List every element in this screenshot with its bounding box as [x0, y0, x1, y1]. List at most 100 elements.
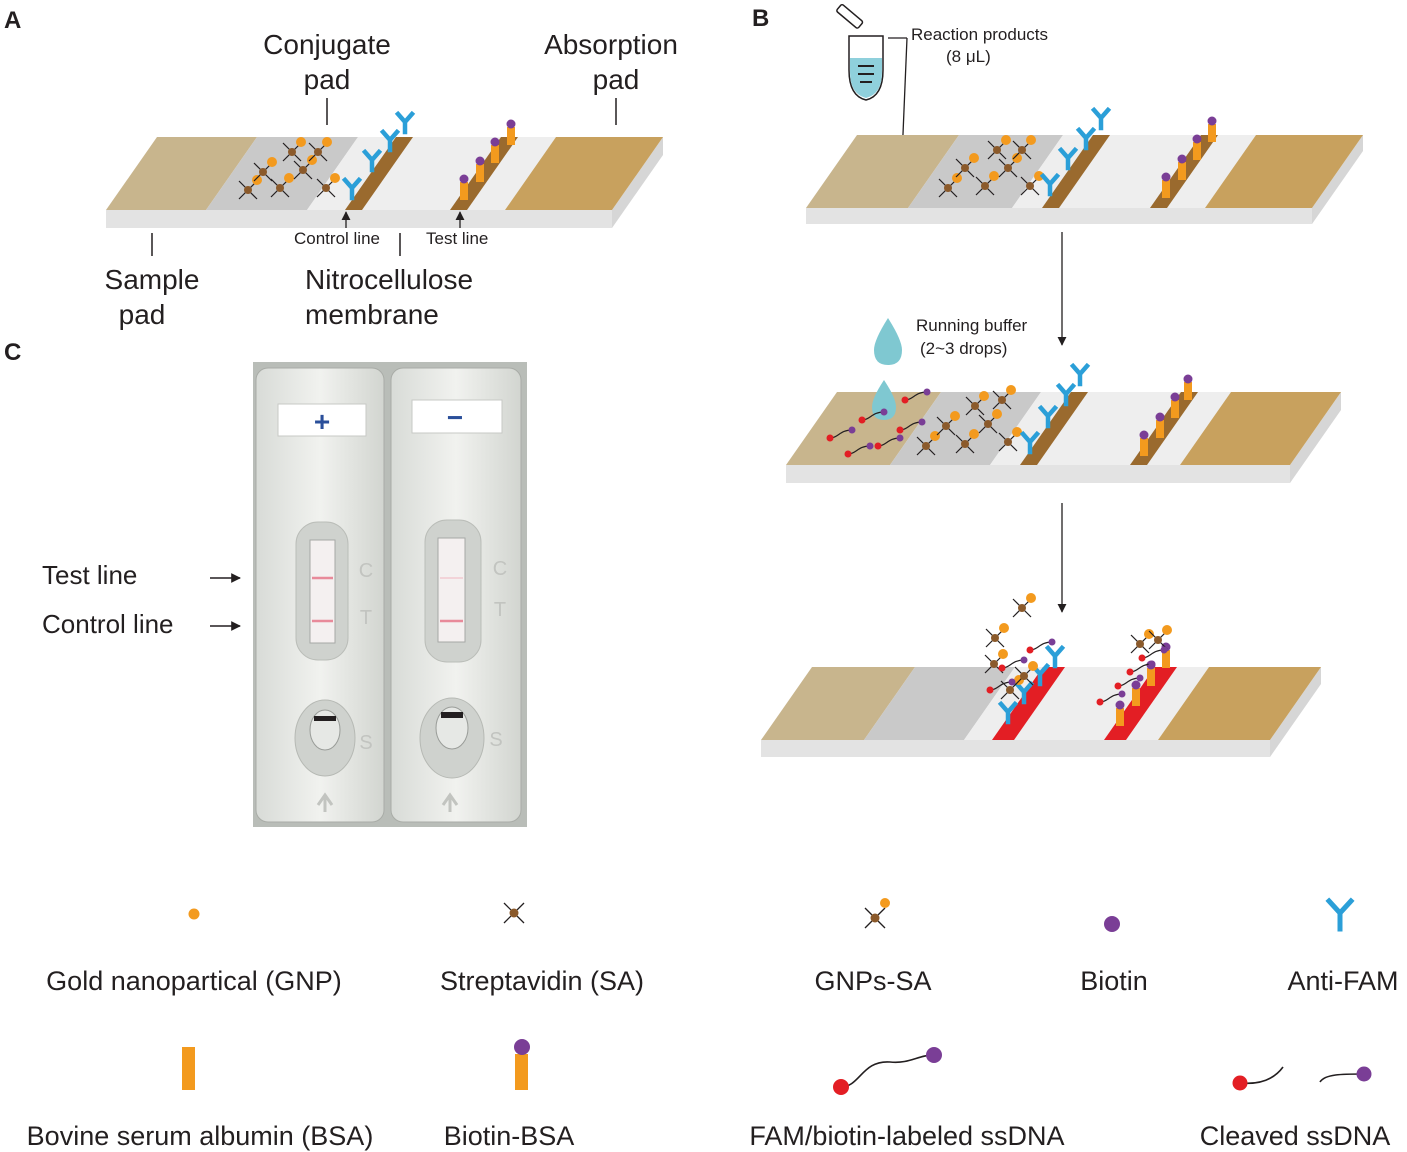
biotin-mark — [1115, 700, 1125, 710]
gnp-mark — [252, 175, 262, 185]
ssdna-mark — [896, 418, 926, 434]
legend-label-sa: Streptavidin (SA) — [440, 966, 644, 996]
bsa-mark — [1116, 708, 1124, 726]
anti-fam-mark — [1057, 146, 1079, 171]
label-nitro-2: membrane — [305, 299, 439, 330]
control-band-a — [345, 137, 413, 210]
streptavidin-mark — [975, 176, 995, 196]
biotin-mark — [1207, 116, 1217, 126]
anti-fam-mark — [1039, 172, 1061, 197]
bsa-mark — [1156, 420, 1164, 438]
biotin-mark — [1192, 134, 1202, 144]
strip-a — [106, 137, 663, 228]
label-absorption-2: pad — [593, 64, 640, 95]
gnp-mark — [999, 623, 1009, 633]
ssdna-mark — [1126, 660, 1156, 676]
positive-sign: + — [314, 406, 330, 437]
bsa-icon — [182, 1047, 195, 1090]
label-reaction-1: Reaction products — [911, 25, 1048, 44]
gnp-mark — [952, 173, 962, 183]
ssdna-mark — [998, 656, 1028, 672]
gnp-mark — [322, 137, 332, 147]
ssdna-mark — [858, 408, 888, 424]
legend-label-biotin-bsa: Biotin-BSA — [444, 1121, 575, 1151]
gnp-mark — [950, 411, 960, 421]
gnp-mark — [1162, 625, 1172, 635]
gnp-mark — [1006, 385, 1016, 395]
streptavidin-mark — [238, 180, 258, 200]
gnp-mark — [267, 157, 277, 167]
panel-label-b: B — [752, 5, 769, 32]
gnp-mark — [1034, 171, 1044, 181]
svg-text:S: S — [359, 732, 372, 754]
svg-text:C: C — [359, 560, 373, 582]
anti-fam-mark — [1090, 106, 1112, 131]
streptavidin-mark — [316, 178, 336, 198]
bsa-mark — [1140, 438, 1148, 456]
ssdna-mark — [874, 434, 904, 450]
bsa-mark — [1162, 650, 1170, 668]
svg-text:C: C — [493, 558, 507, 580]
reaction-tube-icon — [836, 4, 884, 101]
biotin-mark — [506, 119, 516, 129]
ssdna-mark — [901, 388, 931, 404]
biotin-icon — [1104, 916, 1120, 932]
sample-pad-top — [106, 137, 257, 210]
ssdna-mark — [1138, 646, 1168, 662]
bsa-mark — [476, 164, 484, 182]
bsa-mark — [1132, 688, 1140, 706]
gnp-mark — [307, 155, 317, 165]
gnp-mark — [1001, 135, 1011, 145]
bsa-mark — [1171, 400, 1179, 418]
label-control-line-a: Control line — [294, 229, 380, 248]
anti-fam-mark — [394, 110, 416, 135]
biotin-bsa-icon — [514, 1039, 530, 1090]
biotin-mark — [1139, 430, 1149, 440]
label-buffer-2: (2~3 drops) — [920, 339, 1007, 358]
anti-fam-mark — [1037, 404, 1059, 429]
negative-sign: − — [447, 402, 463, 433]
legend: Gold nanopartical (GNP) Streptavidin (SA… — [27, 897, 1399, 1151]
strip-a-front-face — [106, 210, 612, 228]
ssdna-mark — [1114, 674, 1144, 690]
gnps-sa-icon — [864, 898, 890, 929]
ssdna-mark — [826, 426, 856, 442]
gnp-mark — [1144, 629, 1154, 639]
legend-label-bsa: Bovine serum albumin (BSA) — [27, 1121, 374, 1151]
label-sample-1: Sample — [105, 264, 200, 295]
bsa-mark — [1178, 162, 1186, 180]
label-reaction-2: (8 μL) — [946, 47, 991, 66]
gnp-mark — [1012, 153, 1022, 163]
legend-label-cleaved: Cleaved ssDNA — [1200, 1121, 1391, 1151]
anti-fam-icon — [1325, 897, 1355, 932]
anti-fam-mark — [341, 176, 363, 201]
gnp-icon — [188, 908, 200, 920]
gnp-mark — [989, 171, 999, 181]
strip-b3 — [761, 667, 1321, 757]
label-c-control-line: Control line — [42, 609, 174, 639]
biotin-mark — [459, 174, 469, 184]
biotin-mark — [475, 156, 485, 166]
anti-fam-mark — [1069, 362, 1091, 387]
anti-fam-mark — [997, 700, 1019, 725]
anti-fam-mark — [379, 128, 401, 153]
bsa-mark — [1147, 668, 1155, 686]
biotin-mark — [1183, 374, 1193, 384]
cassette-negative: − C T S — [390, 367, 522, 823]
bsa-mark — [507, 127, 515, 145]
streptavidin-icon — [503, 902, 525, 924]
biotin-mark — [1170, 392, 1180, 402]
label-sample-2: pad — [119, 299, 166, 330]
buffer-drop-on-strip-icon — [872, 380, 896, 420]
anti-fam-mark — [1013, 680, 1035, 705]
legend-label-ssdna: FAM/biotin-labeled ssDNA — [749, 1121, 1064, 1151]
label-nitro-1: Nitrocellulose — [305, 264, 473, 295]
legend-label-gnps-sa: GNPs-SA — [814, 966, 931, 996]
bsa-mark — [1162, 180, 1170, 198]
bsa-mark — [1208, 124, 1216, 142]
bsa-mark — [460, 182, 468, 200]
gnp-mark — [296, 137, 306, 147]
ssdna-mark — [844, 442, 874, 458]
ssdna-mark — [986, 678, 1016, 694]
